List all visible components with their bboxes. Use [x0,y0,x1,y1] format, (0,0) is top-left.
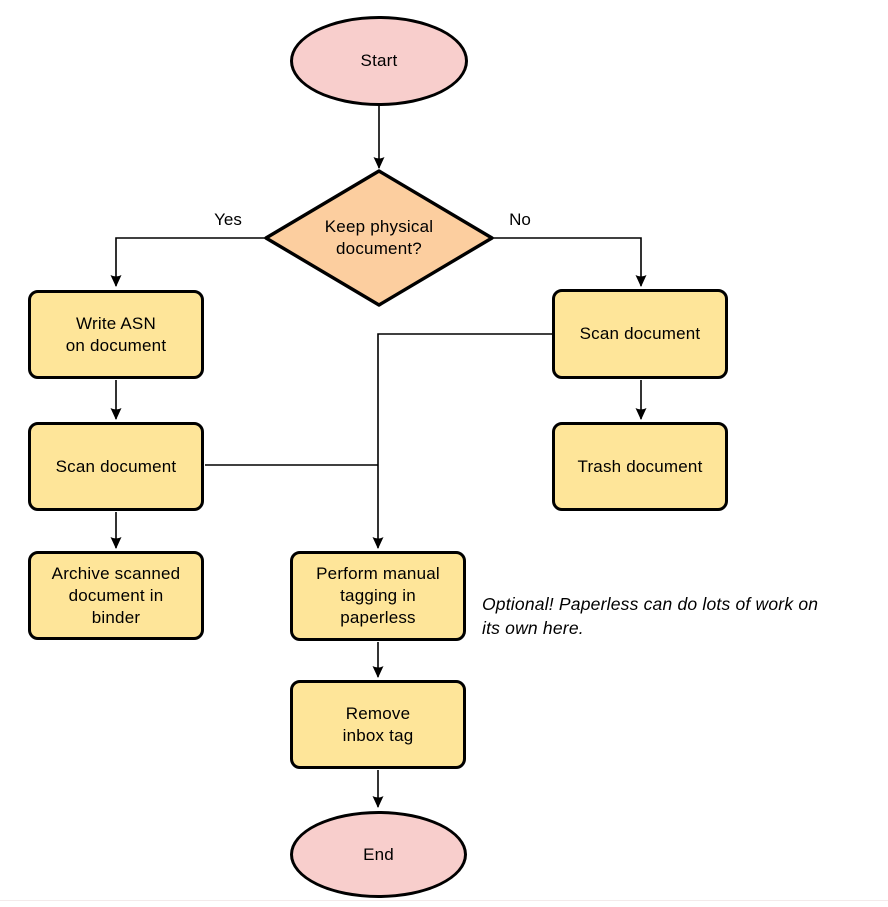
process-node-scan-left: Scan document [28,422,204,511]
edge-label-no: No [509,210,531,229]
archive-label: Archive scanned document in binder [51,563,181,627]
trash-label: Trash document [577,456,703,476]
decision-node-shape [264,169,494,307]
scan-right-label: Scan document [579,324,701,343]
edge-decision-no-to-scan-right [492,237,647,287]
start-label: Start [360,51,398,70]
process-node-trash: Trash document [552,422,728,511]
end-label: End [363,844,394,864]
process-node-write-asn: Write ASN on document [28,290,204,379]
page-bottom-divider [0,900,888,901]
write-asn-label: Write ASN on document [65,313,167,355]
edge-scan-right-to-tagging [372,333,552,549]
process-node-scan-right: Scan document [552,289,728,379]
remove-inbox-label: Remove inbox tag [342,703,414,745]
edge-decision-yes-to-write-asn [110,237,265,287]
decision-node-label-box: Keep physical document? [266,215,492,261]
scan-left-label: Scan document [55,456,177,476]
start-node: Start [290,16,468,106]
tagging-label: Perform manual tagging in paperless [316,564,440,627]
edge-label-yes: Yes [214,210,242,229]
end-node: End [290,811,467,898]
process-node-remove-inbox: Remove inbox tag [290,680,466,769]
process-node-archive: Archive scanned document in binder [28,551,204,640]
decision-label: Keep physical document? [324,217,434,258]
process-node-tagging: Perform manual tagging in paperless [290,551,466,641]
annotation-note: Optional! Paperless can do lots of work … [482,594,819,638]
